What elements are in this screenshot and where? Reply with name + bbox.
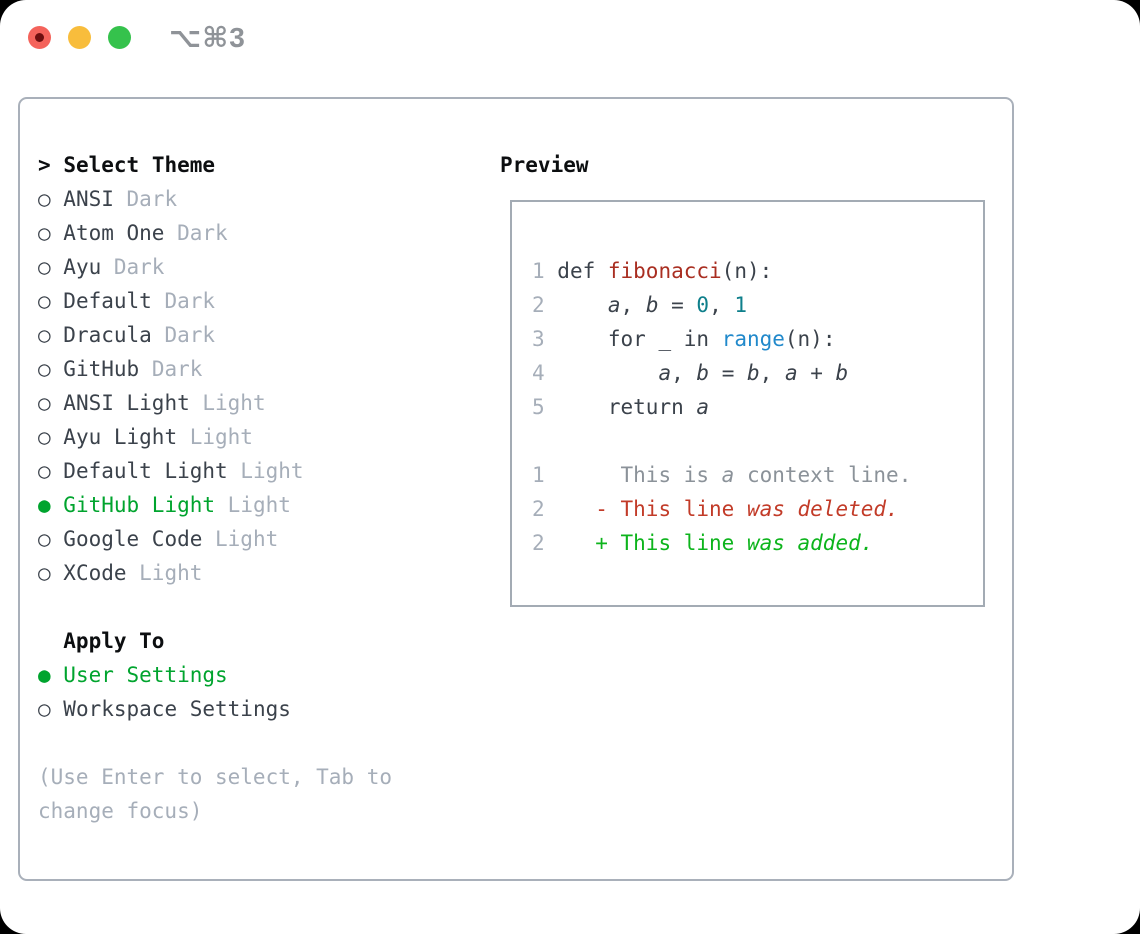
theme-option-ansi[interactable]: ○ ANSI Dark — [38, 182, 304, 216]
radio-icon: ○ — [38, 697, 64, 721]
apply-to-header: Apply To — [63, 629, 165, 653]
radio-icon: ○ — [38, 527, 64, 551]
theme-option-github[interactable]: ○ GitHub Dark — [38, 352, 304, 386]
theme-list-header: > Select Theme — [38, 148, 304, 182]
preview-panel: 1 def fibonacci(n): 2 a, b = 0, 1 3 for _ … — [510, 200, 985, 607]
preview-code: 1 def fibonacci(n): 2 a, b = 0, 1 3 for _ … — [512, 202, 983, 560]
apply-target-name: User Settings — [63, 663, 228, 687]
radio-icon: ○ — [38, 187, 64, 211]
theme-name: Dracula — [63, 323, 165, 347]
blank-line — [532, 424, 983, 458]
theme-variant: Dark — [151, 357, 203, 381]
theme-option-xcode[interactable]: ○ XCode Light — [38, 556, 304, 590]
theme-variant: Light — [139, 561, 203, 585]
apply-option-user-settings[interactable]: ● User Settings — [38, 658, 291, 692]
code-line-2: 2 a, b = 0, 1 — [532, 293, 748, 317]
theme-name: Default Light — [63, 459, 241, 483]
theme-name: Ayu — [63, 255, 114, 279]
theme-option-ansi-light[interactable]: ○ ANSI Light Light — [38, 386, 304, 420]
theme-variant: Dark — [177, 221, 228, 245]
radio-icon: ○ — [38, 255, 64, 279]
theme-name: Ayu Light — [63, 425, 190, 449]
window-title-shortcut: ⌥⌘3 — [169, 22, 246, 53]
radio-selected-icon: ● — [38, 493, 64, 517]
theme-name: Default — [63, 289, 165, 313]
diff-added-line: 2 + This line was added. — [532, 531, 874, 555]
code-line-1: 1 def fibonacci(n): — [532, 259, 773, 283]
radio-icon: ○ — [38, 221, 64, 245]
radio-selected-icon: ● — [38, 663, 64, 687]
close-button[interactable] — [28, 26, 51, 49]
theme-list-title: Select Theme — [63, 153, 216, 177]
diff-deleted-line: 2 - This line was deleted. — [532, 497, 899, 521]
radio-icon: ○ — [38, 561, 64, 585]
focus-caret-icon: > — [38, 153, 51, 177]
theme-option-dracula[interactable]: ○ Dracula Dark — [38, 318, 304, 352]
radio-icon: ○ — [38, 425, 64, 449]
theme-variant: Light — [202, 391, 266, 415]
theme-option-google-code[interactable]: ○ Google Code Light — [38, 522, 304, 556]
theme-option-default-light[interactable]: ○ Default Light Light — [38, 454, 304, 488]
theme-variant: Light — [227, 493, 291, 517]
radio-icon: ○ — [38, 391, 64, 415]
theme-name: GitHub Light — [63, 493, 228, 517]
apply-option-workspace-settings[interactable]: ○ Workspace Settings — [38, 692, 291, 726]
traffic-lights — [28, 26, 131, 49]
zoom-button[interactable] — [108, 26, 131, 49]
theme-option-github-light[interactable]: ● GitHub Light Light — [38, 488, 304, 522]
diff-context-line: 1 This is a context line. — [532, 463, 912, 487]
theme-option-ayu-light[interactable]: ○ Ayu Light Light — [38, 420, 304, 454]
theme-name: ANSI — [63, 187, 127, 211]
theme-list: > Select Theme ○ ANSI Dark○ Atom One Dar… — [38, 148, 304, 590]
theme-name: Atom One — [63, 221, 178, 245]
minimize-button[interactable] — [68, 26, 91, 49]
theme-variant: Dark — [164, 289, 216, 313]
theme-variant: Light — [189, 425, 253, 449]
theme-option-ayu[interactable]: ○ Ayu Dark — [38, 250, 304, 284]
code-line-4: 4 a, b = b, a + b — [532, 361, 849, 385]
radio-icon: ○ — [38, 289, 64, 313]
theme-name: ANSI Light — [63, 391, 203, 415]
theme-variant: Light — [215, 527, 279, 551]
theme-option-atom-one[interactable]: ○ Atom One Dark — [38, 216, 304, 250]
theme-name: GitHub — [63, 357, 152, 381]
theme-name: XCode — [63, 561, 140, 585]
keyboard-hint: (Use Enter to select, Tab to change focu… — [38, 765, 393, 823]
theme-variant: Dark — [113, 255, 165, 279]
theme-name: Google Code — [63, 527, 216, 551]
radio-icon: ○ — [38, 323, 64, 347]
code-line-3: 3 for _ in range(n): — [532, 327, 836, 351]
theme-variant: Light — [240, 459, 304, 483]
radio-icon: ○ — [38, 357, 64, 381]
apply-to-section: Apply To ● User Settings○ Workspace Sett… — [38, 624, 291, 726]
apply-target-name: Workspace Settings — [63, 697, 291, 721]
code-line-5: 5 return a — [532, 395, 710, 419]
preview-title: Preview — [500, 153, 589, 177]
theme-variant: Dark — [126, 187, 178, 211]
theme-variant: Dark — [164, 323, 216, 347]
radio-icon: ○ — [38, 459, 64, 483]
theme-option-default[interactable]: ○ Default Dark — [38, 284, 304, 318]
